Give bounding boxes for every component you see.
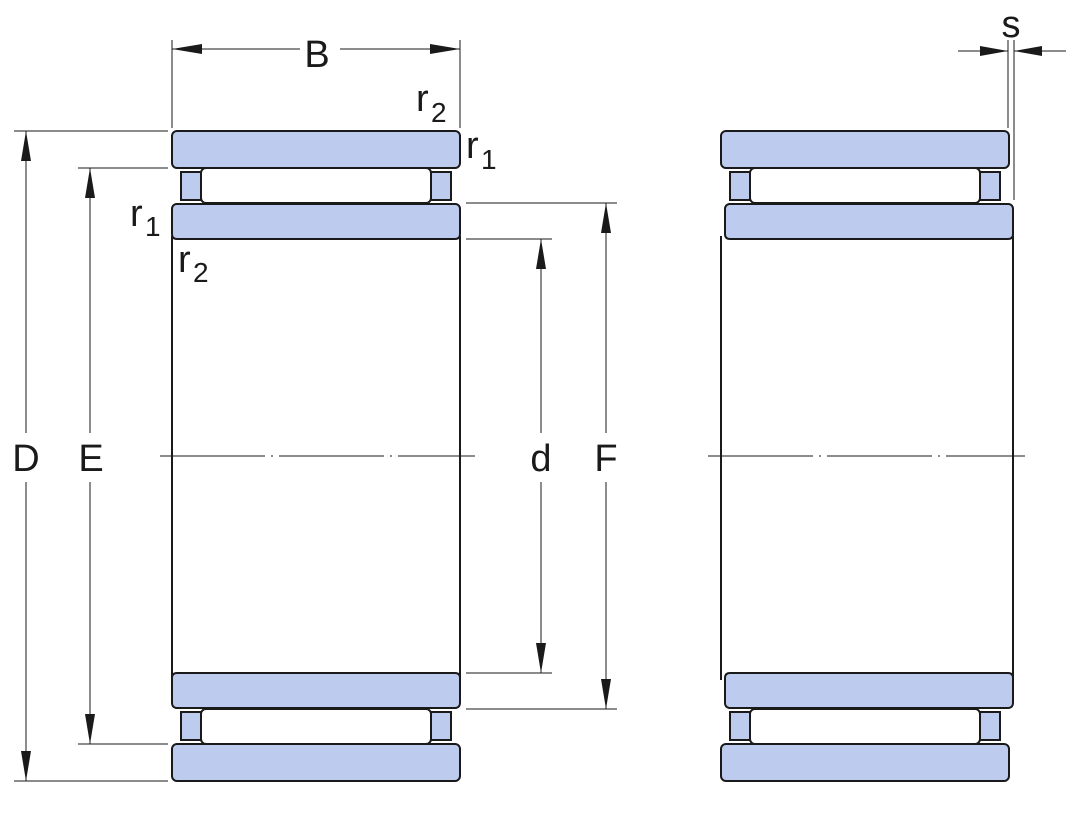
r2-left-subscript: 2	[193, 257, 209, 288]
needle-roller-bottom	[200, 708, 432, 745]
inner-ring-bottom	[171, 672, 461, 709]
f-arrow-top	[601, 203, 611, 233]
b-arrow-right	[430, 44, 460, 54]
f-arrow-bottom	[601, 679, 611, 709]
label-D: D	[12, 438, 39, 480]
r2-left-base: r	[178, 239, 191, 281]
right-needle-roller-top	[749, 167, 981, 204]
left-bearing-view	[160, 130, 475, 782]
cage-pocket-top-right	[430, 171, 452, 201]
dimension-s: s	[958, 4, 1066, 200]
s-arrow-right	[1014, 46, 1042, 56]
d-outer-arrow-bottom	[21, 751, 31, 781]
label-B: B	[304, 34, 329, 76]
right-inner-ring-top	[724, 203, 1014, 240]
radius-label-r2-top: r 2	[416, 78, 447, 128]
r1-top-subscript: 1	[481, 144, 497, 175]
e-arrow-bottom	[85, 714, 95, 744]
r2-top-base: r	[416, 78, 429, 120]
right-cage-pocket-top-right	[979, 171, 1001, 201]
r2-top-subscript: 2	[431, 97, 447, 128]
cage-pocket-bottom-right	[430, 711, 452, 741]
right-outer-ring-top	[720, 130, 1010, 169]
cage-pocket-bottom-left	[180, 711, 202, 741]
right-cage-pocket-bottom-right	[979, 711, 1001, 741]
dimension-E: E	[78, 167, 168, 745]
dimension-F: F	[466, 202, 618, 710]
label-d: d	[530, 438, 551, 480]
label-F: F	[594, 438, 617, 480]
e-arrow-top	[85, 168, 95, 198]
right-bearing-view	[708, 130, 1025, 782]
bore-arrow-top	[536, 239, 546, 269]
outer-ring-bottom	[171, 743, 461, 782]
outer-ring-top	[171, 130, 461, 169]
label-E: E	[78, 438, 103, 480]
radius-label-r1-top: r 1	[466, 125, 497, 175]
right-needle-roller-bottom	[749, 708, 981, 745]
dimension-D: D	[12, 130, 168, 782]
right-outer-ring-bottom	[720, 743, 1010, 782]
radius-label-r2-left: r 2	[178, 239, 209, 288]
cage-pocket-top-left	[180, 171, 202, 201]
right-inner-ring-bottom	[724, 672, 1014, 709]
r1-left-subscript: 1	[145, 211, 161, 242]
r1-top-base: r	[466, 125, 479, 167]
needle-roller-top	[200, 167, 432, 204]
label-s: s	[1002, 4, 1021, 46]
s-arrow-left	[980, 46, 1008, 56]
right-cage-pocket-top-left	[729, 171, 751, 201]
d-outer-arrow-top	[21, 131, 31, 161]
b-arrow-left	[172, 44, 202, 54]
bore-arrow-bottom	[536, 643, 546, 673]
radius-label-r1-left: r 1	[130, 193, 161, 242]
inner-ring-top	[171, 203, 461, 240]
r1-left-base: r	[130, 193, 143, 235]
dimension-B: B	[171, 34, 461, 128]
dimension-d: d	[466, 238, 552, 674]
right-cage-pocket-bottom-left	[729, 711, 751, 741]
